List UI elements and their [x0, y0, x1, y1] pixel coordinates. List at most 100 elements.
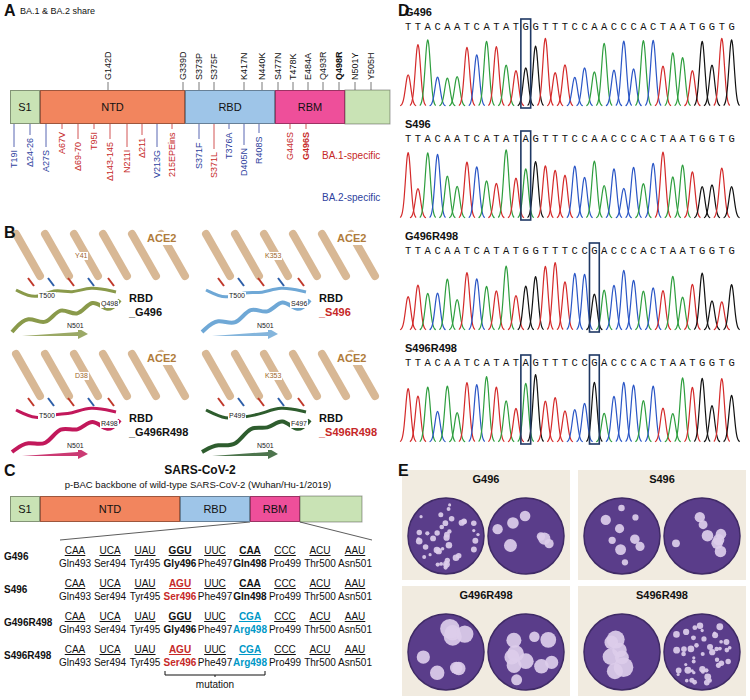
plaque [725, 659, 730, 664]
plaque [462, 520, 467, 525]
amino-acid: Gln498 [233, 558, 266, 570]
plaque [443, 520, 449, 526]
leader-line [308, 82, 309, 90]
leader-line [244, 82, 245, 90]
plaque [681, 646, 687, 652]
trace-peak [469, 55, 485, 106]
plaque [430, 666, 444, 680]
plaque [683, 629, 689, 635]
amino-acid: Arg498 [233, 657, 267, 669]
trace-peak [479, 181, 495, 218]
zoom-line [300, 522, 372, 540]
trace-peak [508, 296, 524, 330]
leader-line [229, 124, 230, 129]
codon: UCA [99, 578, 120, 590]
plaque [447, 507, 451, 511]
variant-name: G496 [4, 551, 28, 563]
variant-label: _G496R498 [128, 426, 189, 439]
mutation-label: Y505H [366, 52, 376, 80]
codon: ACU [309, 644, 330, 656]
leader-line [62, 124, 63, 129]
plaque [425, 531, 429, 535]
trace-peak [420, 293, 436, 329]
protein-label: RBD [318, 292, 344, 305]
plaque [612, 643, 627, 658]
helix [103, 234, 127, 276]
side-chain [278, 398, 284, 406]
plaque [540, 632, 556, 648]
plaque [692, 656, 695, 659]
trace-peak [410, 45, 426, 106]
plaque-assay [402, 470, 570, 580]
ribbon [12, 420, 120, 452]
leader-line [293, 82, 294, 90]
amino-acid: Tyr495 [130, 558, 161, 570]
plaque [709, 649, 715, 655]
plaque [673, 631, 680, 638]
amino-acid: Asn501 [338, 591, 372, 603]
helix [45, 354, 69, 396]
variant-label: _S496 [318, 306, 352, 319]
protein-label: RBD [128, 292, 154, 305]
residue-label: N501 [66, 322, 85, 330]
side-chain [68, 278, 74, 286]
well [584, 614, 660, 690]
plaque [422, 555, 426, 559]
helix [206, 234, 230, 276]
plaque [472, 529, 475, 532]
group-heading: BA.1 & BA.2 share [20, 6, 95, 16]
trace-peak [724, 395, 740, 441]
side-chain [28, 398, 34, 406]
plaque [511, 674, 522, 685]
codon: CCC [274, 611, 296, 623]
plaque [716, 663, 721, 668]
mutation-label: N440K [257, 52, 267, 80]
side-chain [218, 278, 224, 286]
plaque [601, 515, 611, 525]
trace-peak [675, 378, 691, 442]
plaque [701, 629, 704, 632]
residue-label: K353 [264, 372, 282, 380]
plaque [423, 544, 429, 550]
trace-name: G496 [405, 6, 432, 19]
plaque [630, 534, 640, 544]
legend-note: BA.1-specific [322, 150, 380, 162]
protein-label: RBD [318, 412, 344, 425]
chromatogram [400, 243, 739, 332]
mutation-label: G339D [178, 51, 188, 80]
plaque [436, 562, 440, 566]
helix [264, 234, 288, 276]
domain-box: RBM [250, 496, 300, 522]
helix [16, 354, 40, 396]
plaque [439, 562, 443, 566]
codon: AAU [345, 644, 366, 656]
amino-acid: Gln493 [59, 591, 91, 603]
leader-line [94, 124, 95, 129]
variant-name: G496R498 [4, 617, 52, 629]
residue-label: F497 [290, 420, 308, 428]
panel-letter: E [398, 462, 409, 480]
mutation-label: Δ211 [137, 138, 147, 158]
mutation-label: R408S [254, 136, 264, 164]
protein-label: ACE2 [336, 352, 367, 365]
residue-label: R498 [100, 420, 119, 428]
assay-photo [578, 470, 746, 580]
helix [235, 354, 259, 396]
domain-box: RBM [275, 90, 345, 124]
protein-label: ACE2 [146, 232, 177, 245]
helix [293, 354, 317, 396]
trace-peak [616, 382, 632, 441]
mutation-label: T376A [224, 132, 234, 159]
amino-acid: Ser494 [94, 657, 126, 669]
trace-peak [724, 187, 740, 218]
plaque [712, 632, 718, 638]
trace-peak [665, 177, 681, 218]
amino-acid: Phe497 [198, 624, 232, 636]
codon: ACU [309, 578, 330, 590]
mutation-label: Δ24-26 [25, 138, 35, 167]
plaque [417, 650, 430, 663]
codon: CAA [65, 611, 86, 623]
plaque [692, 625, 697, 630]
amino-acid: Phe497 [198, 591, 232, 603]
plaque [534, 659, 549, 674]
